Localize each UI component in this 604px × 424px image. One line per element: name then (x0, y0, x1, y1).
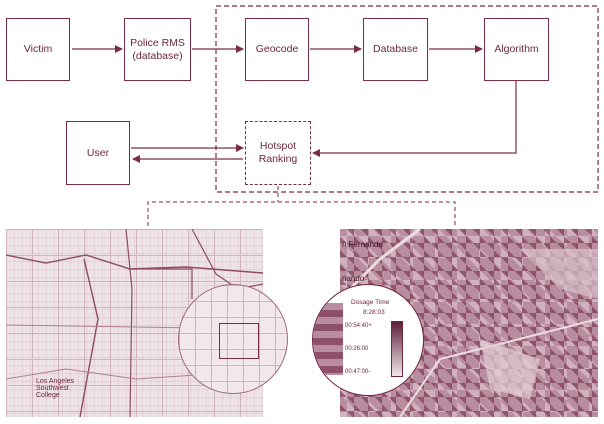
street-map-zoom-circle (178, 284, 288, 394)
zoom-highlight-box (219, 323, 259, 359)
system-boundary (215, 5, 599, 193)
algorithm-label: Algorithm (494, 43, 539, 55)
heatmap-zoom-circle: Dosage Time 8:28:03 00:54:40+ 00:26:00 0… (312, 284, 424, 396)
zoom-heat-cells (313, 303, 343, 375)
legend-title: Dosage Time (351, 299, 390, 306)
legend-value-mid: 00:26:00 (345, 346, 369, 352)
geocode-label: Geocode (255, 43, 299, 55)
database-node: Database (363, 18, 428, 81)
right-map-label-1: n Fernando (342, 240, 383, 249)
algorithm-node: Algorithm (484, 18, 549, 81)
right-map-label-2: nando (342, 274, 365, 283)
legend-color-bar (391, 321, 403, 377)
victim-node: Victim (6, 18, 70, 81)
police-rms-node: Police RMS (database) (124, 18, 191, 81)
user-node: User (66, 121, 130, 185)
left-map-label: Los Angeles Southwest College (36, 378, 75, 399)
hotspot-map-bracket (147, 201, 456, 226)
geocode-node: Geocode (245, 18, 309, 81)
hotspot-ranking-node: Hotspot Ranking (245, 121, 311, 185)
street-map: Los Angeles Southwest College (6, 229, 263, 417)
legend-time: 8:28:03 (363, 309, 385, 316)
legend-panel: Dosage Time 8:28:03 00:54:40+ 00:26:00 0… (343, 291, 419, 391)
victim-label: Victim (23, 43, 53, 55)
hotspot-ranking-label: Hotspot Ranking (258, 140, 298, 165)
user-label: User (86, 146, 110, 159)
database-label: Database (373, 43, 418, 55)
police-rms-label: Police RMS (database) (130, 36, 185, 62)
arrow-algorithm-to-hotspot (312, 81, 517, 157)
legend-value-high: 00:54:40+ (345, 323, 372, 329)
legend-value-low: 00:47:00- (345, 369, 371, 375)
